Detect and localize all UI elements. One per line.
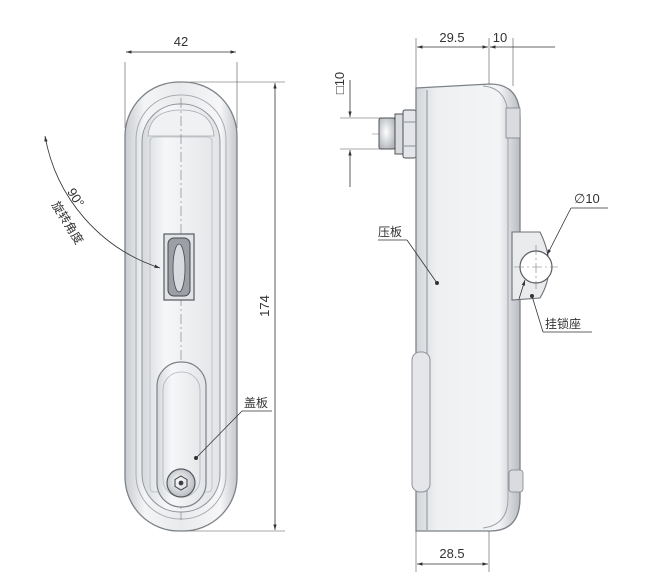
bottom-dimension-text: 28.5 xyxy=(439,546,464,561)
depth-dimension-text: 29.5 xyxy=(439,30,464,45)
side-view: 29.5 10 □10 ∅10 xyxy=(332,30,608,572)
offset-dimension-text: 10 xyxy=(493,30,507,45)
height-dimension-text: 174 xyxy=(257,295,272,317)
hole-dimension-text: ∅10 xyxy=(574,191,600,206)
top-clip xyxy=(505,107,521,139)
padlock-seat-label: 挂锁座 xyxy=(545,316,581,331)
pressure-leader-line xyxy=(406,239,438,284)
lock-nut xyxy=(402,109,417,159)
side-flange xyxy=(482,85,509,529)
bottom-clip xyxy=(508,469,524,493)
rotation-arc xyxy=(44,135,161,269)
side-body xyxy=(415,83,521,532)
pull-handle xyxy=(156,361,207,508)
hex-key-icon xyxy=(174,475,188,491)
padlock-leader-line xyxy=(531,295,544,333)
lock-washer xyxy=(394,113,404,155)
cover-leader-dot xyxy=(194,456,198,460)
rotation-angle-text: 90° xyxy=(64,185,87,210)
hole-leader-top xyxy=(546,207,572,256)
key-pin xyxy=(178,480,184,486)
pressure-plate-label: 压板 xyxy=(378,225,402,239)
front-view: 42 174 90° 旋转角度 盖板 xyxy=(44,34,285,532)
square-dimension-text: □10 xyxy=(332,72,347,94)
cover-label: 盖板 xyxy=(244,396,268,410)
cover-leader-line xyxy=(195,410,243,459)
padlock-leader-dot xyxy=(530,294,534,298)
width-dimension-text: 42 xyxy=(174,34,188,49)
latch-roller xyxy=(172,243,186,293)
square-shaft xyxy=(378,117,396,150)
pressure-leader-dot xyxy=(435,281,439,285)
handle-profile xyxy=(411,351,431,493)
hole-leader-bottom xyxy=(518,279,526,300)
